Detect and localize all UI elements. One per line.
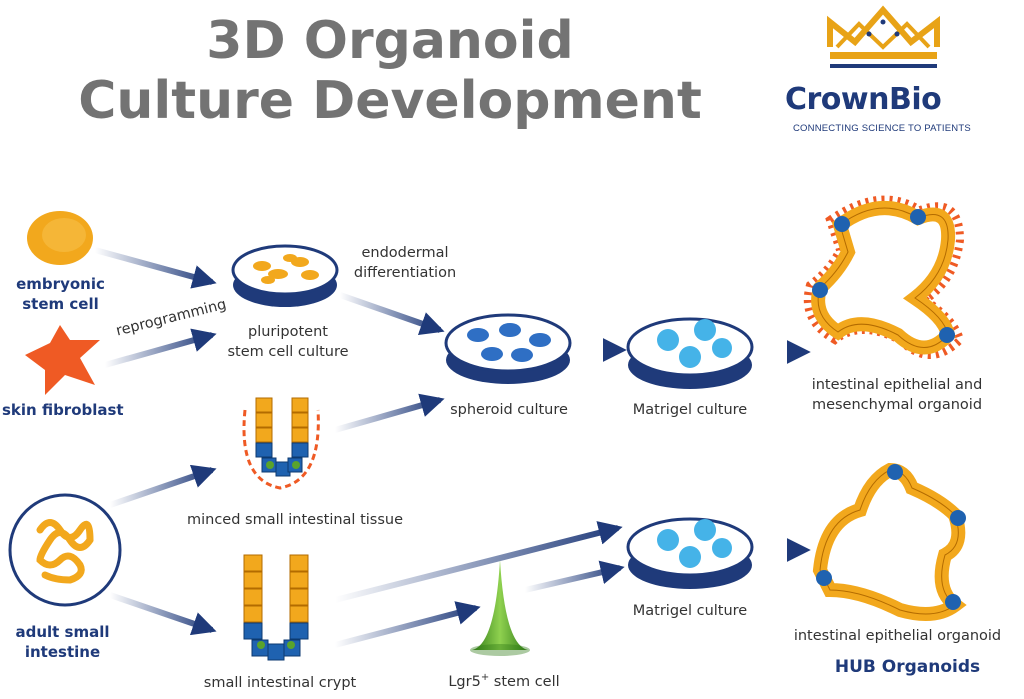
lgr5-stem-cell-icon [470, 560, 530, 656]
adult-small-intestine-label: adult small intestine [15, 623, 110, 661]
epithelial-organoid-label: intestinal epithelial organoid [793, 628, 1002, 644]
pluripotent-dish-icon [231, 244, 339, 307]
epithelial-organoid-icon [812, 462, 967, 621]
matrigel-dish-top-icon [626, 317, 754, 389]
arrow-intestine-to-minced [109, 464, 217, 508]
flow-arrows [94, 247, 811, 648]
matrigel-culture-bottom-label: Matrigel culture [632, 603, 748, 619]
spheroid-culture-label: spheroid culture [450, 402, 568, 418]
mesenchymal-organoid-label: intestinal epithelial and mesenchymal or… [811, 377, 983, 413]
crown-icon [827, 5, 940, 68]
arrow-crypt-to-lgr5 [334, 601, 481, 648]
adult-small-intestine-icon [8, 493, 122, 607]
spheroid-dish-icon [444, 313, 572, 384]
minced-tissue-label: minced small intestinal tissue [186, 512, 404, 528]
minced-tissue-icon [242, 397, 320, 490]
pluripotent-culture-label: pluripotent stem cell culture [227, 324, 349, 360]
arrow-pluripotent-to-spheroid [339, 292, 445, 335]
hub-organoids-label: HUB Organoids [834, 657, 981, 677]
arrow-intestine-to-crypt [109, 592, 217, 636]
mesenchymal-organoid-icon [803, 195, 965, 359]
arrow-minced-to-spheroid [334, 393, 445, 433]
page-title-line-2: Culture Development [78, 71, 702, 131]
small-intestinal-crypt-icon [243, 554, 309, 661]
arrow-lgr5-to-matrigel [524, 560, 625, 593]
logo-tagline: CONNECTING SCIENCE TO PATIENTS [793, 123, 971, 134]
skin-fibroblast-icon [25, 325, 100, 395]
lgr5-stem-cell-label: Lgr5+ stem cell [448, 672, 560, 690]
arrow-fibroblast-to-pluripotent [104, 328, 217, 368]
embryonic-stem-cell-icon [27, 211, 93, 265]
arrow-esc-to-pluripotent [94, 247, 217, 289]
crypt-label: small intestinal crypt [203, 675, 357, 691]
matrigel-culture-top-label: Matrigel culture [632, 402, 748, 418]
embryonic-stem-cell-label: embryonic stem cell [16, 275, 105, 313]
endodermal-differentiation-label: endodermal differentiation [353, 245, 457, 281]
page-title-line-1: 3D Organoid [206, 11, 574, 71]
logo-wordmark: CrownBio [785, 82, 942, 117]
arrow-crypt-to-matrigel [334, 521, 623, 603]
skin-fibroblast-label: skin fibroblast [2, 401, 124, 419]
matrigel-dish-bottom-icon [626, 517, 754, 589]
